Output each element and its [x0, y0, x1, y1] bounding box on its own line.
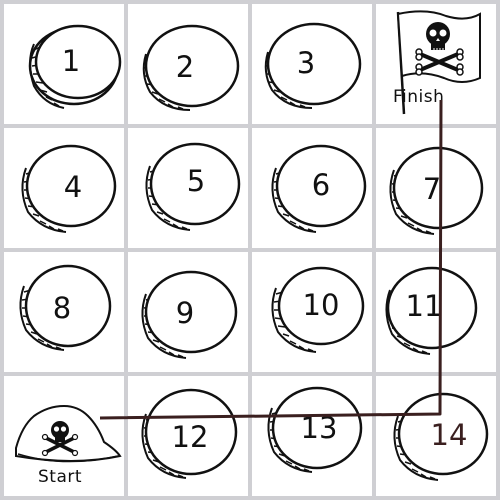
- cell-finish[interactable]: Finish: [376, 4, 496, 124]
- pirate-hat-icon: [15, 404, 122, 463]
- finish-label: Finish: [393, 87, 445, 107]
- cell-1[interactable]: 1: [4, 4, 124, 124]
- coin-icon: [28, 24, 122, 109]
- coin-icon: [21, 144, 117, 233]
- cell-11[interactable]: 11: [376, 252, 496, 372]
- coin-number: 4: [63, 170, 83, 204]
- cell-6[interactable]: 6: [252, 128, 372, 248]
- coin-number: 11: [405, 289, 443, 323]
- cell-9[interactable]: 9: [128, 252, 248, 372]
- coin-number: 6: [311, 168, 331, 202]
- coin-number: 9: [175, 296, 195, 330]
- cell-13[interactable]: 13: [252, 376, 372, 496]
- coin-number: 8: [52, 291, 72, 325]
- coin-number: 2: [175, 50, 195, 84]
- coin-number: 10: [302, 288, 340, 322]
- start-label: Start: [38, 467, 83, 487]
- cell-2[interactable]: 2: [128, 4, 248, 124]
- cell-3[interactable]: 3: [252, 4, 372, 124]
- cell-10[interactable]: 10: [252, 252, 372, 372]
- cell-5[interactable]: 5: [128, 128, 248, 248]
- cell-12[interactable]: 12: [128, 376, 248, 496]
- cell-7[interactable]: 7: [376, 128, 496, 248]
- cell-8[interactable]: 8: [4, 252, 124, 372]
- coin-number: 14: [430, 418, 468, 452]
- coin-number: 7: [422, 172, 442, 206]
- coin-number: 13: [300, 411, 338, 445]
- cell-start[interactable]: Start: [4, 376, 124, 496]
- coin-number: 12: [171, 420, 209, 454]
- coin-number: 1: [61, 44, 81, 78]
- coin-icon: [142, 24, 240, 111]
- coin-number: 3: [296, 46, 316, 80]
- cell-14[interactable]: 14: [376, 376, 496, 496]
- coin-number: 5: [186, 164, 206, 198]
- cell-4[interactable]: 4: [4, 128, 124, 248]
- pirate-flag-icon: [396, 10, 481, 115]
